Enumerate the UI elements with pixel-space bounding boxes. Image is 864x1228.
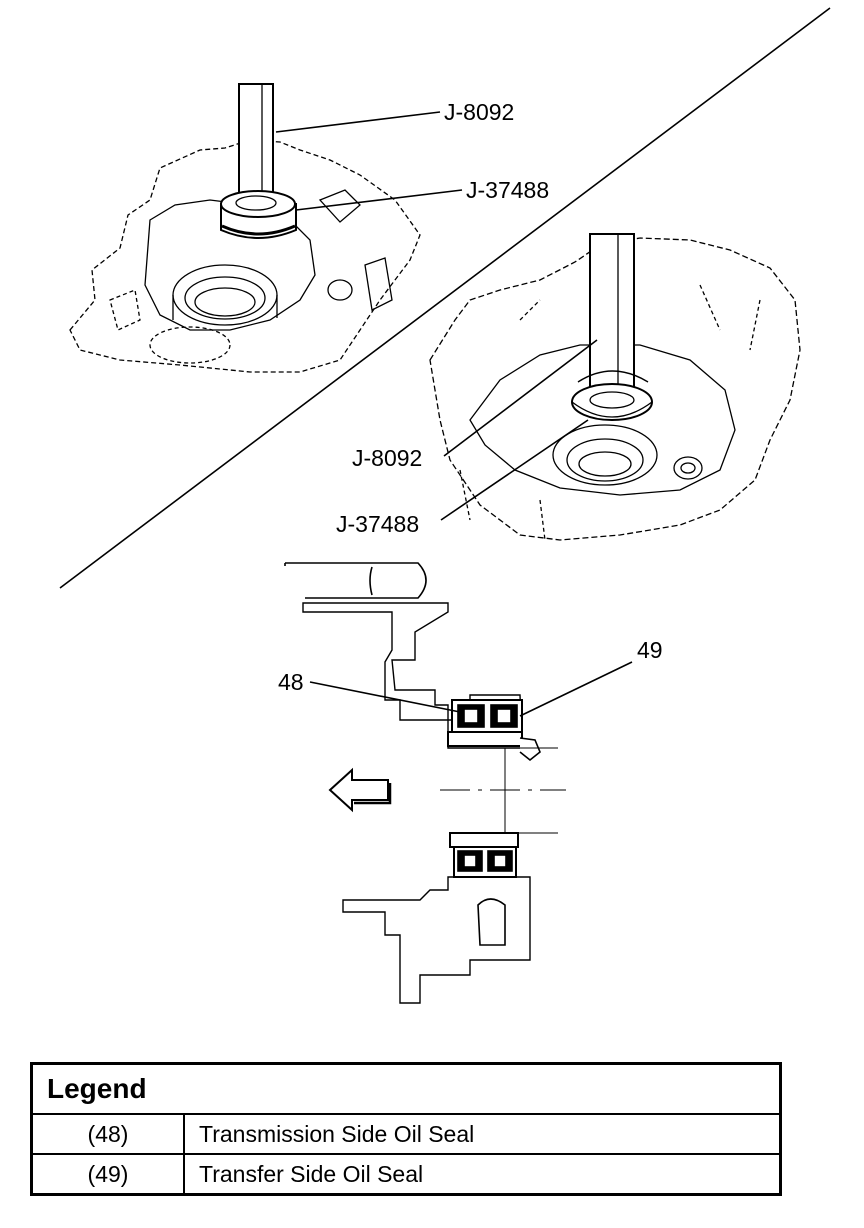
legend-description: Transmission Side Oil Seal <box>183 1113 782 1155</box>
leader-lines <box>275 111 633 717</box>
legend-row: (49) Transfer Side Oil Seal <box>30 1153 782 1196</box>
transmission-case-view-top <box>69 83 421 373</box>
legend-table: Legend (48) Transmission Side Oil Seal (… <box>30 1062 782 1196</box>
callout-j37488-right: J-37488 <box>336 511 419 537</box>
callout-j8092-top: J-8092 <box>444 99 514 125</box>
callout-48: 48 <box>278 669 304 695</box>
legend-number: (48) <box>30 1113 185 1155</box>
legend-header-row: Legend <box>30 1062 782 1115</box>
callout-49: 49 <box>637 637 663 663</box>
callout-j37488-top: J-37488 <box>466 177 549 203</box>
legend-description: Transfer Side Oil Seal <box>183 1153 782 1196</box>
transfer-case-view-right <box>429 233 801 541</box>
direction-arrow-icon <box>328 767 389 813</box>
legend-title: Legend <box>30 1062 782 1115</box>
legend-row: (48) Transmission Side Oil Seal <box>30 1113 782 1155</box>
seal-cross-section-view <box>284 562 566 1004</box>
divider-line <box>59 7 831 589</box>
callout-j8092-right: J-8092 <box>352 445 422 471</box>
legend-number: (49) <box>30 1153 185 1196</box>
oil-seal-installation-diagram: J-8092 J-37488 J-8092 J-37488 48 49 <box>59 7 831 1004</box>
